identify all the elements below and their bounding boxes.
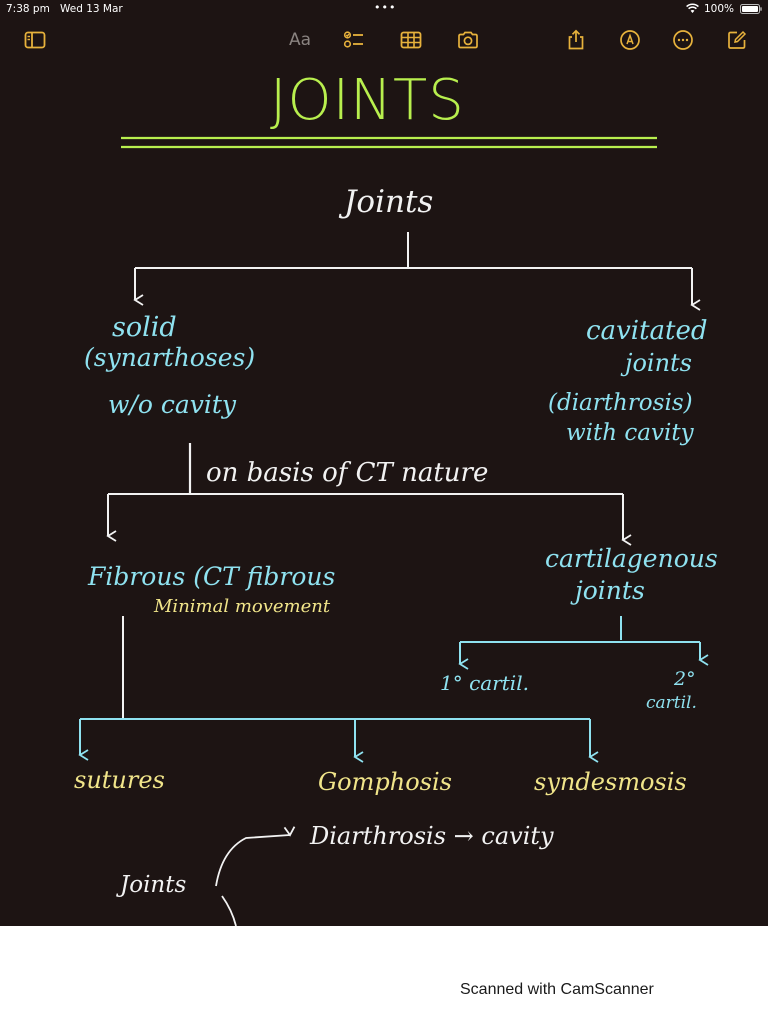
diarthrosis-label: (diarthrosis): [548, 390, 693, 416]
compose-button[interactable]: [723, 26, 751, 54]
bottom-curve-down: [221, 895, 237, 926]
with-cavity-label: with cavity: [566, 420, 694, 446]
secondary-cartilaginous-label: cartil.: [646, 693, 697, 713]
secondary-number-label: 2°: [674, 668, 696, 690]
status-bar: 7:38 pm Wed 13 Mar ••• 100%: [0, 0, 768, 18]
syndesmosis-label: syndesmosis: [534, 768, 687, 796]
status-date: Wed 13 Mar: [60, 3, 123, 15]
handwritten-note-canvas[interactable]: JOINTS Joints solid (synarthoses) w/o ca…: [0, 60, 768, 926]
cavitated-label: cavitated: [586, 316, 708, 346]
scanner-watermark: Scanned with CamScanner: [460, 981, 654, 998]
table-icon: [400, 31, 422, 49]
primary-cartilaginous-label: 1° cartil.: [440, 671, 529, 695]
cavitated-joints-label: joints: [625, 349, 692, 377]
compose-icon: [728, 30, 747, 49]
minimal-movement-note: Minimal movement: [154, 596, 331, 617]
share-icon: [568, 29, 584, 50]
synarthoses-label: (synarthoses): [84, 343, 256, 372]
format-label: Aa: [288, 30, 312, 50]
multitasking-dots-icon[interactable]: •••: [374, 1, 397, 14]
camera-icon: [458, 31, 478, 49]
diarthrosis-cavity-label: Diarthrosis → cavity: [310, 822, 554, 850]
fibrous-label: Fibrous (CT fibrous: [88, 562, 336, 591]
root-node-joints: Joints: [344, 184, 434, 220]
gomphosis-label: Gomphosis: [318, 768, 452, 796]
bottom-joints-label: Joints: [120, 872, 187, 898]
camera-button[interactable]: [454, 26, 482, 54]
note-title: JOINTS: [270, 68, 465, 133]
diagram-connectors: [78, 136, 709, 926]
cartilagenous-joints-label: joints: [575, 576, 645, 605]
status-time: 7:38 pm: [6, 3, 50, 15]
markup-pen-icon: [620, 30, 640, 50]
checklist-icon: [343, 31, 363, 48]
basis-label: on basis of CT nature: [206, 458, 489, 488]
battery-icon: [740, 4, 762, 14]
format-button[interactable]: Aa: [285, 26, 315, 54]
table-button[interactable]: [397, 26, 425, 54]
wifi-icon: [686, 3, 699, 13]
checklist-button[interactable]: [340, 26, 368, 54]
notes-toolbar: Aa: [0, 24, 768, 58]
share-button[interactable]: [562, 26, 590, 54]
without-cavity-label: w/o cavity: [108, 390, 237, 419]
solid-label: solid: [112, 312, 177, 343]
battery-percentage: 100%: [704, 3, 735, 15]
bottom-curve-up: [215, 826, 296, 887]
cartilagenous-label: cartilagenous: [545, 544, 718, 573]
sutures-label: sutures: [74, 766, 165, 794]
ellipsis-icon: [673, 30, 693, 50]
sidebar-toggle-button[interactable]: [21, 26, 49, 54]
markup-button[interactable]: [616, 26, 644, 54]
more-options-button[interactable]: [669, 26, 697, 54]
notes-screen: 7:38 pm Wed 13 Mar ••• 100% Aa: [0, 0, 768, 926]
sidebar-icon: [24, 31, 46, 49]
